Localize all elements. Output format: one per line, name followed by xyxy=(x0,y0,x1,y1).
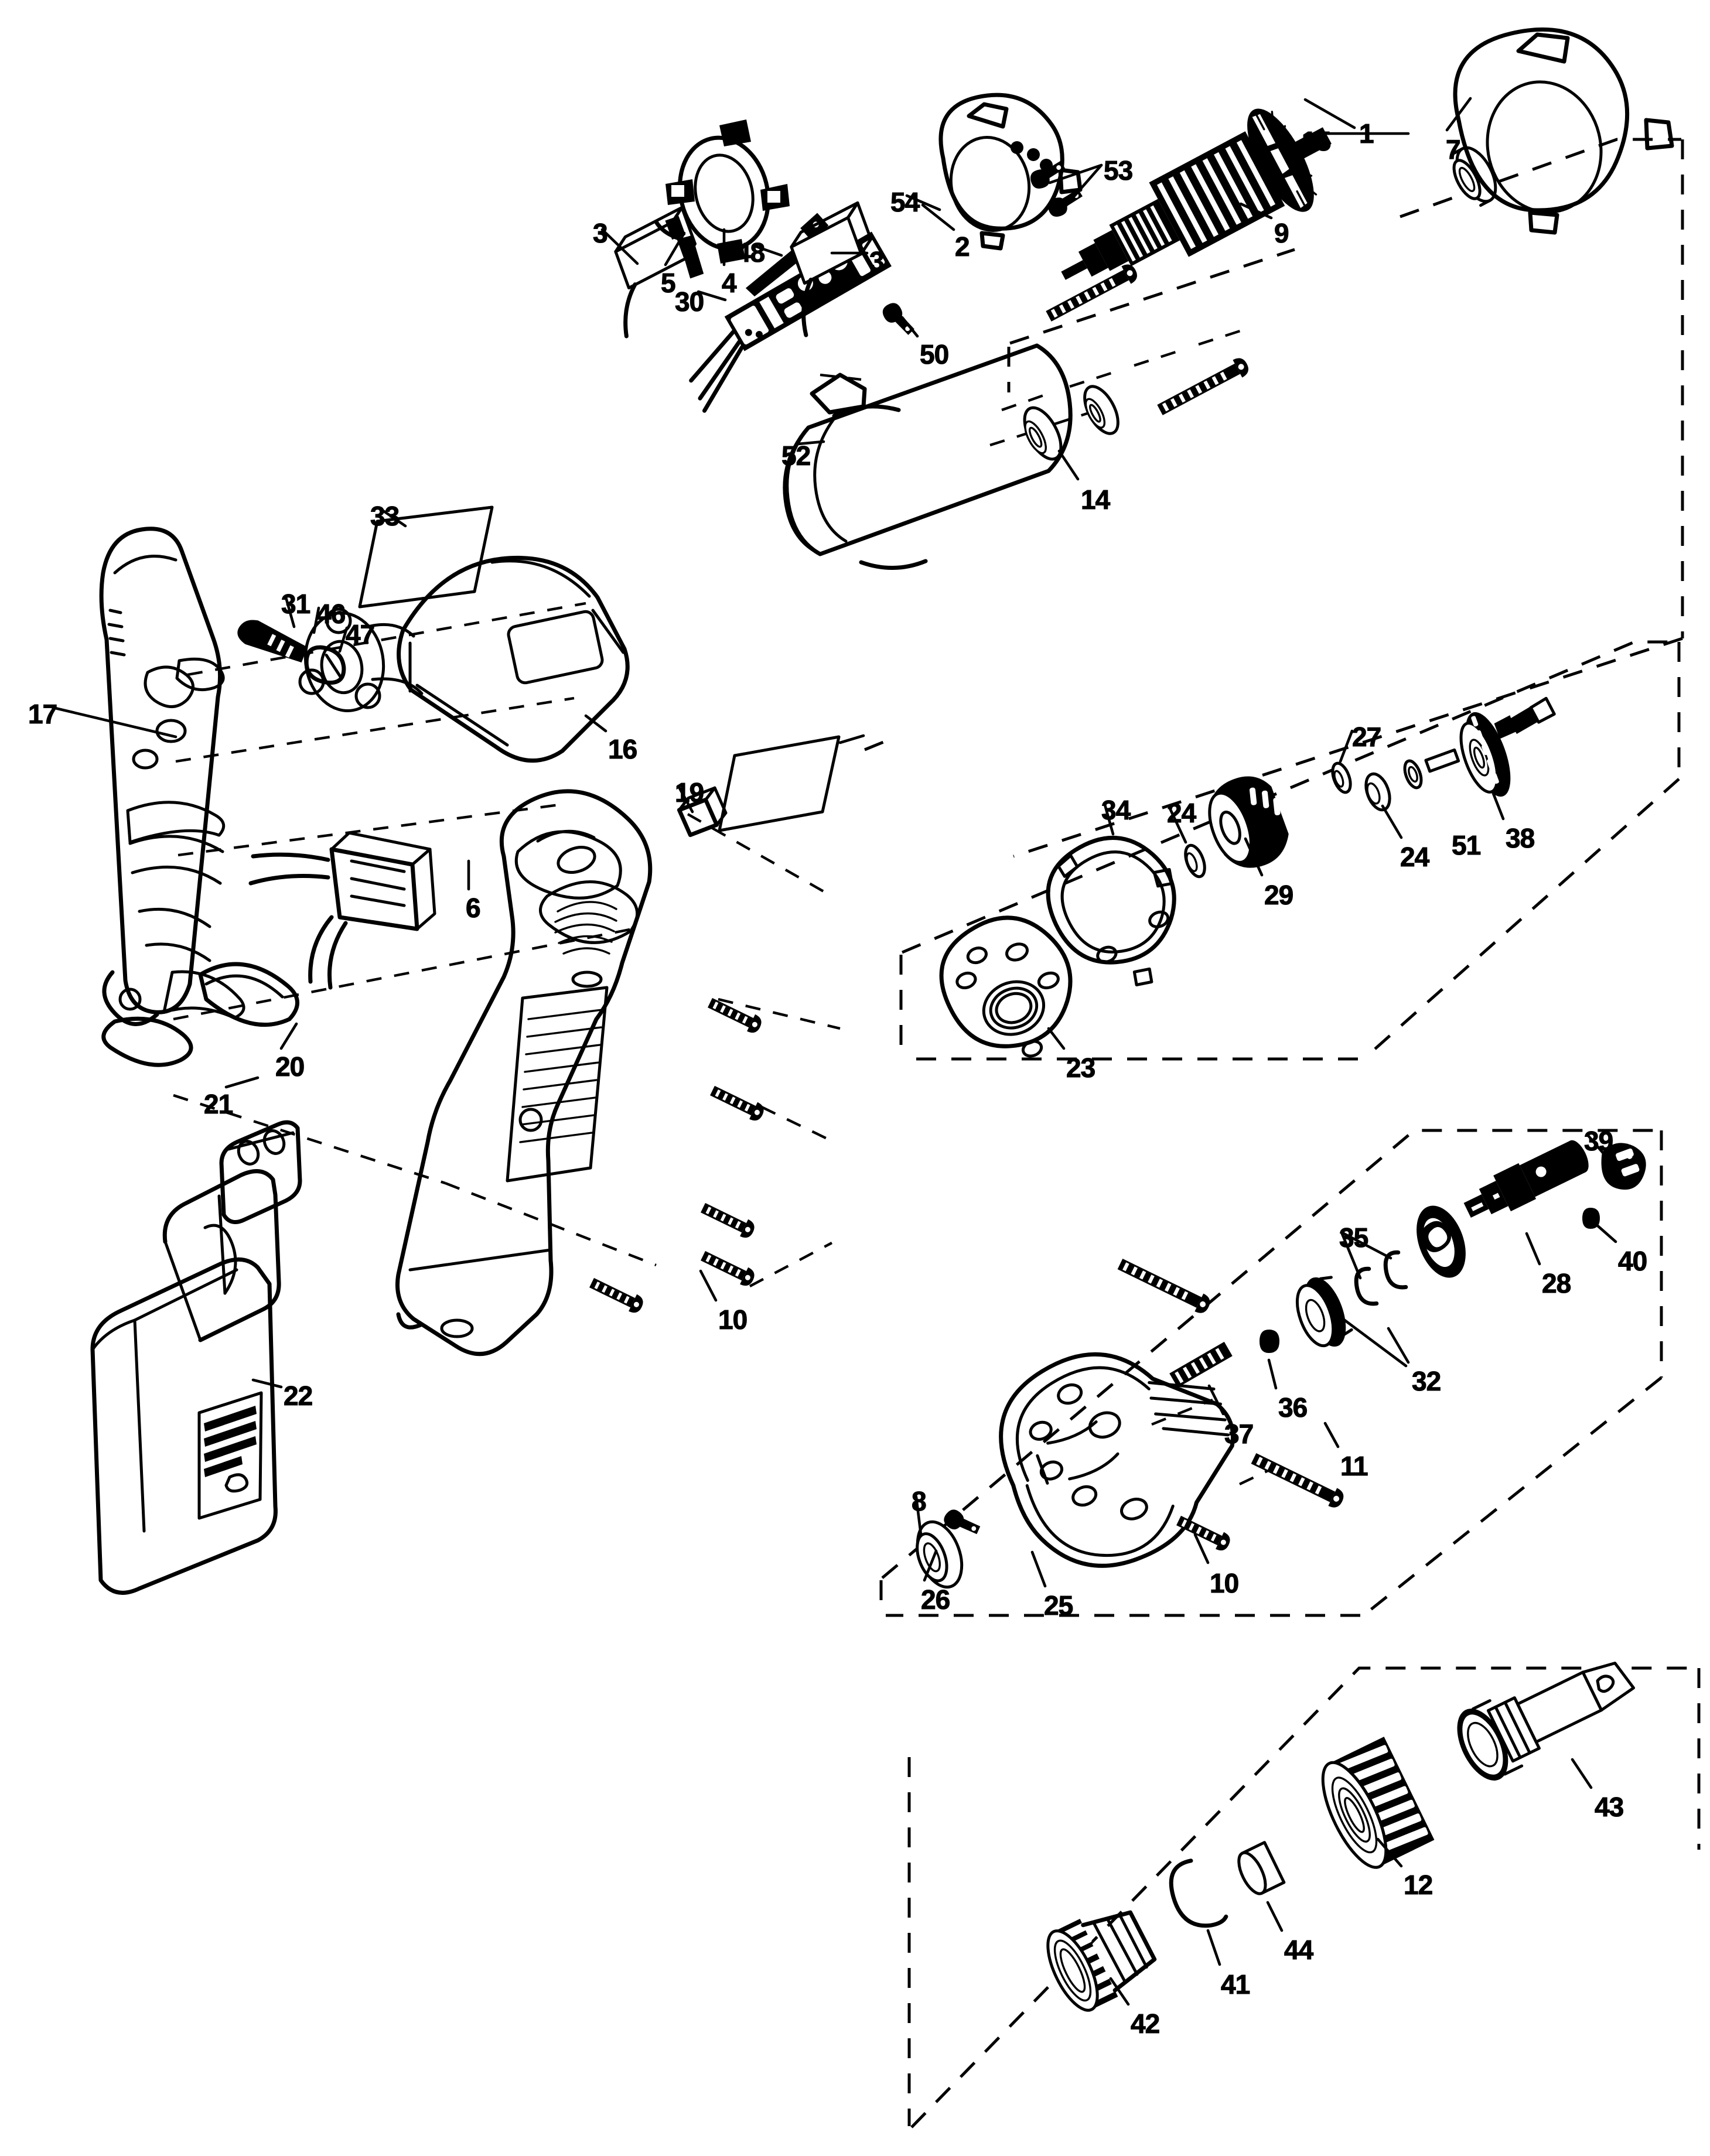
callout-3b: 3 xyxy=(869,246,885,276)
callout-10b: 10 xyxy=(1209,1568,1239,1598)
callout-36: 36 xyxy=(1278,1392,1308,1423)
callout-33: 33 xyxy=(370,501,400,531)
callout-48: 48 xyxy=(735,237,765,268)
motor-housing xyxy=(99,505,841,1067)
callout-19: 19 xyxy=(674,777,704,808)
callout-8: 8 xyxy=(911,1486,927,1516)
callout-3a: 3 xyxy=(592,218,608,248)
callout-49: 51 xyxy=(1451,830,1481,860)
callout-24a: 24 xyxy=(1166,798,1196,828)
callout-38: 38 xyxy=(1505,823,1535,853)
callout-24b: 24 xyxy=(1400,842,1429,872)
callout-51: 52 xyxy=(781,440,811,471)
chuck-group-parts xyxy=(1046,1661,1636,2012)
callout-37: 37 xyxy=(1224,1419,1254,1449)
callout-34: 34 xyxy=(1101,795,1131,825)
nameplate-label xyxy=(358,505,494,609)
callout-10a: 10 xyxy=(718,1304,748,1335)
callout-17: 17 xyxy=(28,699,57,729)
callout-16: 16 xyxy=(607,734,637,764)
callout-11: 11 xyxy=(1340,1451,1368,1481)
callout-43: 43 xyxy=(1594,1792,1624,1822)
callout-41: 41 xyxy=(1220,1969,1250,2000)
callout-2: 2 xyxy=(954,231,970,262)
gearbox-group-parts xyxy=(939,696,1556,1058)
callout-31: 31 xyxy=(281,589,310,619)
warning-label xyxy=(718,735,841,832)
callout-53: 54 xyxy=(890,187,920,217)
armature-assembly xyxy=(689,27,1674,570)
clamshell-left xyxy=(99,527,245,1026)
callout-20: 20 xyxy=(275,1051,305,1082)
callout-5: 5 xyxy=(660,268,676,298)
handle-clamshell xyxy=(395,786,767,1357)
callout-9: 9 xyxy=(1274,218,1289,248)
callout-25: 25 xyxy=(1043,1590,1073,1621)
callout-22: 22 xyxy=(283,1381,313,1411)
callout-32: 32 xyxy=(1411,1366,1441,1396)
switch-assembly xyxy=(101,831,436,1067)
leader-lines xyxy=(51,97,1619,2006)
callout-44: 44 xyxy=(1284,1935,1313,1965)
callout-29: 29 xyxy=(1264,880,1293,910)
callout-6: 6 xyxy=(465,893,481,923)
assembly-axes xyxy=(173,329,1289,1485)
callout-21: 21 xyxy=(203,1089,233,1119)
battery-pack xyxy=(90,1120,302,1595)
callout-15: 15 xyxy=(1301,126,1331,156)
callout-7: 7 xyxy=(1445,134,1461,165)
brush-assembly xyxy=(614,119,873,339)
callout-42: 42 xyxy=(1130,2008,1160,2039)
callout-30: 30 xyxy=(674,286,704,317)
callout-50: 50 xyxy=(919,339,949,370)
callout-52: 53 xyxy=(1103,155,1133,186)
callout-39: 39 xyxy=(1583,1126,1613,1156)
group-boundaries xyxy=(864,138,1701,2128)
callout-46: 46 xyxy=(316,599,346,629)
clutch-group-parts xyxy=(916,1140,1646,1589)
callout-40: 40 xyxy=(1617,1246,1647,1276)
callout-4: 4 xyxy=(721,268,737,298)
callout-28: 28 xyxy=(1541,1268,1571,1299)
callout-47: 47 xyxy=(345,619,375,650)
callout-12: 12 xyxy=(1403,1870,1433,1900)
callout-14: 14 xyxy=(1080,484,1110,515)
callout-23: 23 xyxy=(1066,1053,1095,1083)
callout-1: 1 xyxy=(1359,118,1374,149)
callout-26: 26 xyxy=(920,1584,950,1615)
callout-35: 35 xyxy=(1339,1222,1368,1253)
callout-27: 27 xyxy=(1351,722,1381,752)
